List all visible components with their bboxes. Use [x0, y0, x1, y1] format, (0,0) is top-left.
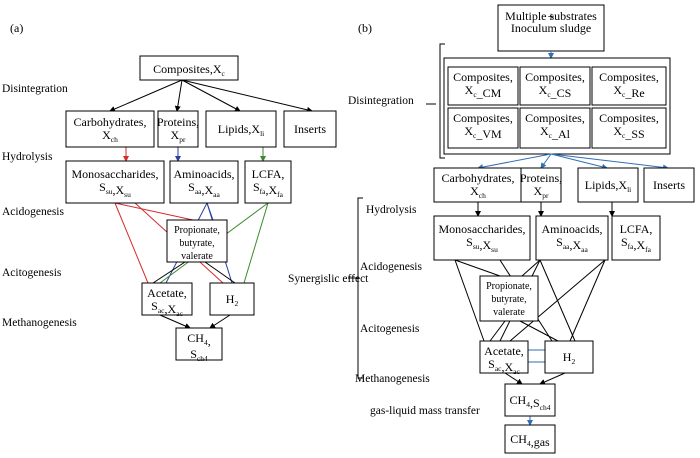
node-b-aminoacids-text: Aminoacids,Saa,Xaa	[542, 222, 603, 254]
node-b-composite-cs-text: Composites,Xc_CS	[525, 70, 585, 100]
bracket-b-synergistic	[357, 197, 363, 379]
node-b-propionate-text: Propionate,butyrate,valerate	[486, 281, 532, 318]
stage-a-methanogenesis: Methanogenesis	[2, 317, 77, 329]
node-a-propionate	[166, 219, 228, 263]
node-a-monosaccharides-text: Monosaccharides,Ssu,Xsu	[72, 167, 159, 199]
node-a-lcfa-text: LCFA,Sfa,Xfa	[252, 167, 285, 199]
node-b-composite-cs	[519, 66, 591, 106]
stage-b-hydrolysis: Hydrolysis	[366, 204, 417, 216]
stage-a-acidogenesis: Acidogenesis	[2, 206, 64, 218]
composites-grid-b: Composites,Xc_CM Composites,Xc_CS Compos…	[447, 66, 667, 149]
edge-a-comp-ins	[181, 79, 313, 113]
node-b-composite-al-text: Composites,Xc_Al	[525, 111, 585, 141]
node-b-composite-ss	[591, 107, 667, 149]
node-b-composite-vm-text: Composites,Xc_VM	[453, 111, 513, 141]
node-b-composite-re	[591, 66, 667, 106]
node-b-lipids	[577, 167, 639, 203]
node-b-substrates-text: Multiple substrates+Inoculum sludge	[505, 9, 597, 35]
stage-a-hydrolysis: Hydrolysis	[2, 151, 53, 163]
panel-a-label: (a)	[10, 21, 23, 35]
stage-b-acitogenesis: Acitogenesis	[360, 323, 420, 335]
stage-b-gas-liquid: gas-liquid mass transfer	[370, 405, 480, 417]
node-b-monosaccharides	[433, 215, 531, 261]
node-a-h2	[209, 282, 255, 316]
node-a-h2-text: H2	[226, 292, 239, 308]
node-a-ch4-text: CH4,Sch4	[187, 331, 210, 363]
node-a-proteins-text: Proteins,Xpr	[157, 115, 199, 144]
node-a-propionate-text: Propionate,butyrate,valerate	[174, 225, 220, 262]
panel-b: (b) Disintegration Hydrolysis Acidogenes…	[288, 4, 695, 454]
node-b-composite-re-text: Composites,Xc_Re	[599, 70, 659, 100]
node-b-substrates	[497, 4, 605, 52]
node-a-acetate	[141, 282, 193, 316]
node-b-ch4gas	[504, 424, 556, 454]
node-a-aminoacids-text: Aminoacids,Saa,Xaa	[174, 167, 235, 199]
node-a-lipids-text: Lipids,Xli	[218, 122, 265, 138]
edge-a-comp-prot	[174, 79, 183, 112]
node-a-composites-text: Composites,Xc	[153, 62, 225, 78]
stage-b-synergistic-effect: Synergislic effect	[288, 273, 369, 285]
node-a-aminoacids	[169, 160, 239, 204]
node-b-h2	[544, 340, 594, 374]
node-a-composites	[139, 55, 239, 81]
node-b-composite-cm	[447, 66, 519, 106]
node-b-composite-ss-text: Composites,Xc_SS	[599, 111, 659, 141]
node-a-lipids	[205, 110, 277, 148]
edge-a-comp-lip	[181, 79, 241, 112]
node-b-ch4-text: CH4,Sch4	[510, 393, 551, 412]
panel-b-label: (b)	[358, 21, 372, 35]
node-a-acetate-text: Acetate,Sac,Xac	[147, 286, 187, 318]
node-b-composite-vm	[447, 107, 519, 149]
node-b-proteins-text: Proteins,Xpr	[520, 171, 562, 200]
node-a-inserts-text: Inserts	[294, 122, 326, 136]
node-a-inserts	[283, 110, 337, 148]
node-b-monosaccharides-text: Monosaccharides,Ssu,Xsu	[439, 222, 526, 254]
node-b-acetate-text: Acetate,Sac,Xac	[484, 344, 524, 376]
node-a-lcfa	[244, 160, 292, 204]
stage-a-acitogenesis: Acitogenesis	[2, 267, 62, 279]
node-b-lcfa	[611, 215, 661, 261]
edges-b-disintegration	[477, 153, 669, 171]
node-a-ch4	[175, 327, 223, 361]
node-b-ch4gas-text: CH4,gas	[510, 432, 550, 449]
edge-a-comp-carb	[109, 79, 183, 112]
node-b-ch4	[504, 383, 556, 417]
node-a-carbohydrates	[65, 110, 155, 148]
stage-b-acidogenesis: Acidogenesis	[360, 261, 422, 273]
bracket-b-disintegration	[439, 43, 445, 159]
node-b-inserts	[643, 167, 695, 203]
node-b-carbohydrates-text: Carbohydrates,Xch	[442, 171, 515, 200]
node-b-propionate	[479, 275, 539, 322]
node-a-carbohydrates-text: Carbohydrates,Xch	[74, 115, 147, 144]
node-b-composite-al	[519, 107, 591, 149]
node-b-aminoacids	[535, 215, 609, 261]
node-b-composite-cm-text: Composites,Xc_CM	[453, 70, 513, 100]
panel-a: (a) Disintegration Hydrolysis Acidogenes…	[2, 21, 337, 363]
node-b-proteins	[520, 167, 562, 203]
node-a-proteins	[157, 110, 199, 148]
stage-a-disintegration: Disintegration	[2, 83, 68, 95]
node-b-inserts-text: Inserts	[653, 178, 685, 192]
node-b-h2-text: H2	[563, 350, 576, 366]
node-b-carbohydrates	[433, 167, 523, 203]
node-b-lipids-text: Lipids,Xli	[585, 178, 632, 194]
node-b-lcfa-text: LCFA,Sfa,Xfa	[620, 222, 653, 254]
stage-b-disintegration: Disintegration	[348, 95, 414, 107]
network-a-black	[152, 261, 236, 329]
node-b-acetate	[479, 340, 529, 374]
node-a-monosaccharides	[65, 160, 165, 204]
stage-b-methanogenesis: Methanogenesis	[355, 373, 430, 385]
